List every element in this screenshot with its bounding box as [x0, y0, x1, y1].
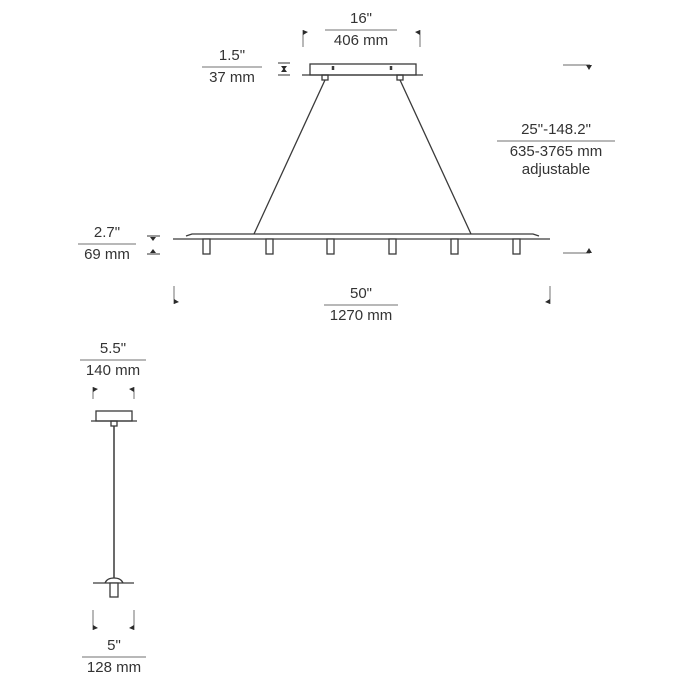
fixture-length-imperial: 50"	[324, 285, 398, 306]
label-canopy-width: 16" 406 mm	[325, 10, 397, 50]
canopy-width-metric: 406 mm	[333, 32, 389, 49]
dim-canopy-height-markers	[278, 62, 290, 76]
fixture-length-metric: 1270 mm	[329, 307, 393, 324]
dim-side-canopy-markers	[92, 387, 135, 399]
label-overall-height: 25"-148.2" 635-3765 mm adjustable	[497, 121, 615, 179]
dim-fixture-height-markers	[147, 235, 160, 255]
side-fixture	[93, 577, 134, 598]
overall-height-note: adjustable	[521, 161, 591, 178]
canopy-height-imperial: 1.5"	[202, 47, 262, 68]
front-fixture-bar	[173, 233, 550, 255]
label-canopy-height: 1.5" 37 mm	[202, 47, 262, 87]
dim-side-fixture-markers	[92, 610, 135, 630]
side-canopy-width-imperial: 5.5"	[80, 340, 146, 361]
side-fixture-width-imperial: 5"	[82, 637, 146, 658]
dim-overall-height-markers	[563, 64, 590, 254]
side-fixture-width-metric: 128 mm	[86, 659, 142, 676]
label-fixture-height: 2.7" 69 mm	[78, 224, 136, 264]
label-side-canopy-width: 5.5" 140 mm	[80, 340, 146, 380]
overall-height-imperial: 25"-148.2"	[497, 121, 615, 142]
canopy-width-imperial: 16"	[325, 10, 397, 31]
cable-left	[253, 79, 326, 235]
side-canopy-width-metric: 140 mm	[85, 362, 141, 379]
arrowheads	[93, 30, 592, 630]
label-fixture-length: 50" 1270 mm	[324, 285, 398, 325]
overall-height-metric: 635-3765 mm	[509, 143, 603, 160]
fixture-height-imperial: 2.7"	[78, 224, 136, 245]
front-canopy	[302, 63, 423, 81]
side-canopy	[91, 410, 137, 427]
canopy-height-metric: 37 mm	[209, 69, 255, 86]
label-side-fixture-width: 5" 128 mm	[82, 637, 146, 677]
fixture-height-metric: 69 mm	[84, 246, 130, 263]
cable-right	[399, 79, 472, 235]
